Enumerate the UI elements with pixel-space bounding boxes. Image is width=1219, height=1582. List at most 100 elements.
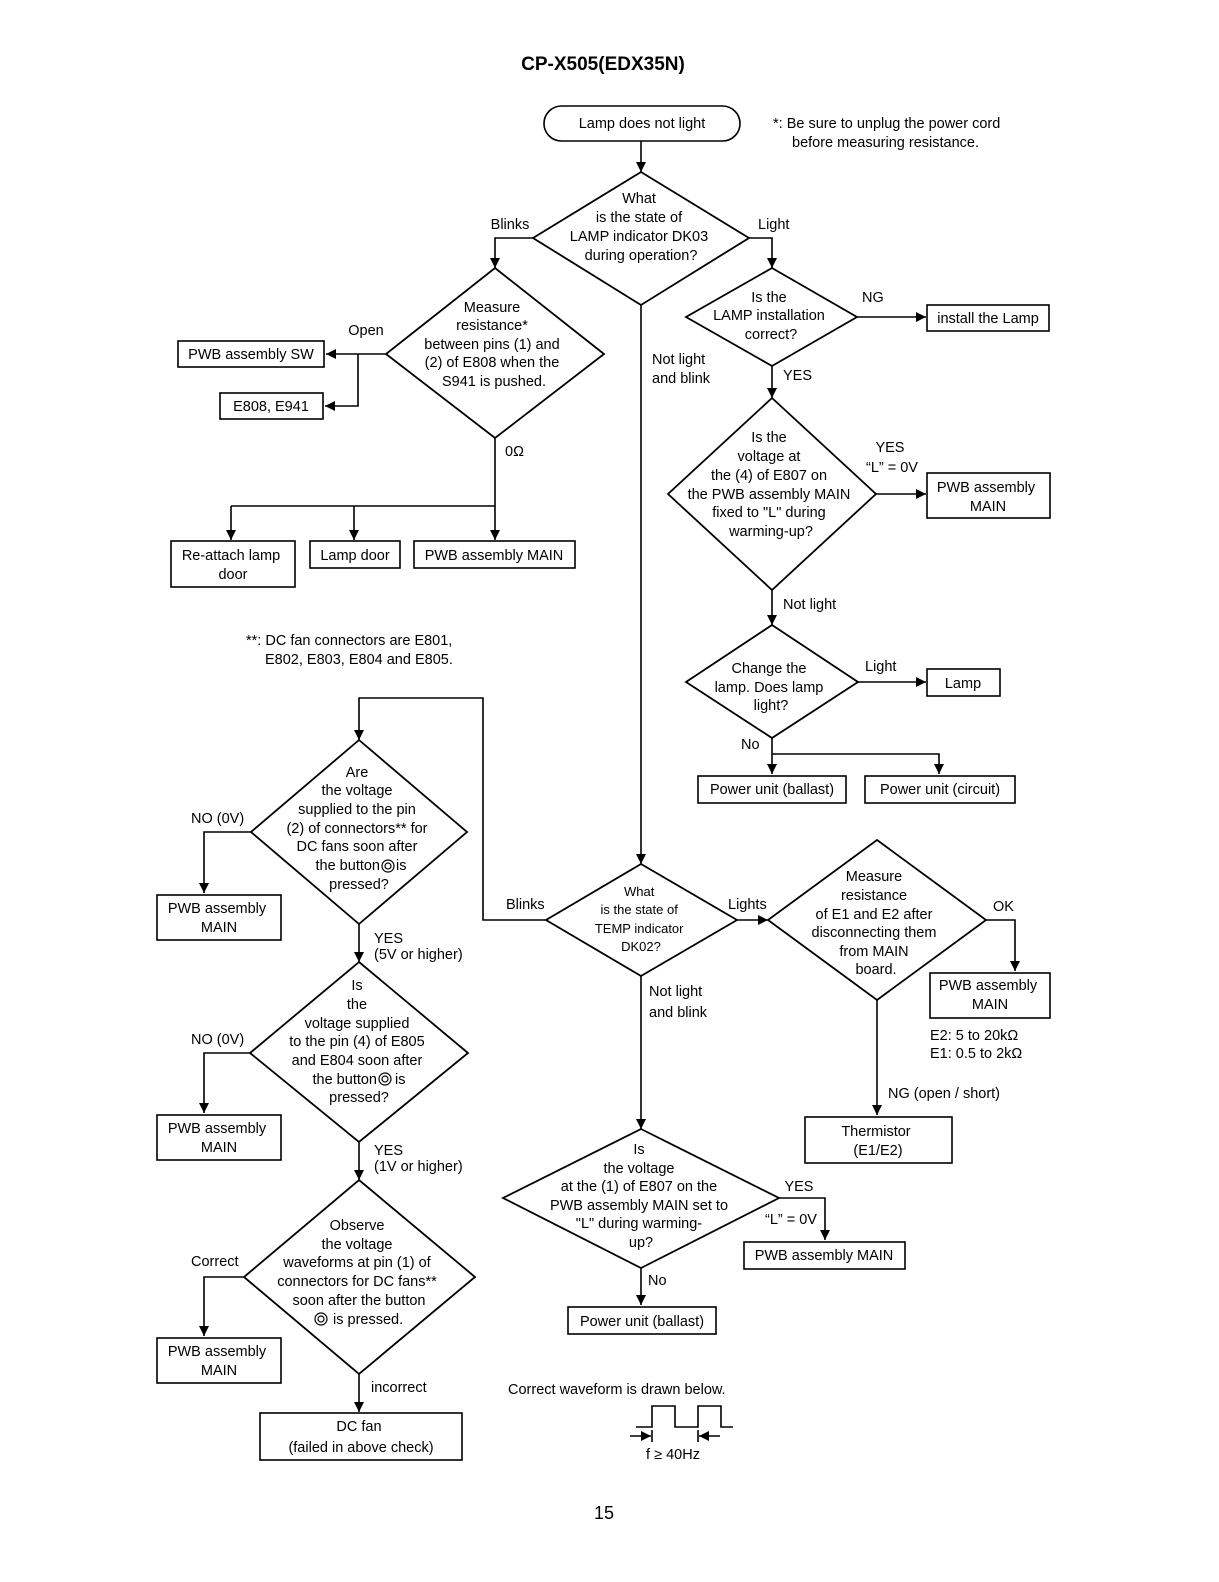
decision-text-line: light?	[754, 698, 789, 714]
note-resistance-e2: E2: 5 to 20kΩ	[930, 1028, 1018, 1044]
decision-text-line: What	[622, 191, 656, 207]
svg-text:Is the voltage at: Is the voltage at the (1) of E807 on the…	[550, 1142, 732, 1251]
decision-text-line: correct?	[745, 327, 797, 343]
result-lamp-door: Lamp door	[309, 540, 401, 569]
note-waveform: Correct waveform is drawn below.	[508, 1382, 726, 1398]
note-fan-connectors: **: DC fan connectors are E801,	[246, 633, 452, 649]
decision-text-line: pressed?	[329, 877, 389, 893]
svg-text:Measure resistance*: Measure resistance* between pins (1) and…	[424, 300, 563, 390]
decision-text-line: (2) of E808 when the	[425, 355, 560, 371]
decision-text-line: is the state of	[601, 902, 679, 917]
result-label: (failed in above check)	[288, 1440, 433, 1456]
decision-text-line: DC fans soon after	[297, 839, 418, 855]
result-pwb-assembly-main-4: PWB assembly MAIN	[156, 1114, 282, 1161]
decision-text-line: voltage at	[738, 449, 801, 465]
edge-label: Blinks	[491, 217, 530, 233]
decision-text-line: Is	[633, 1142, 644, 1158]
power-button-icon	[314, 1312, 328, 1326]
result-label: Lamp door	[320, 548, 389, 564]
edge-label: “L” = 0V	[866, 460, 918, 476]
power-button-icon	[381, 859, 395, 873]
decision-text-line: is the state of	[596, 210, 683, 226]
decision-text-line: Change the	[731, 661, 806, 677]
edge-label: incorrect	[371, 1380, 427, 1396]
result-label: Lamp	[945, 676, 981, 692]
edge-label: Light	[865, 659, 896, 675]
decision-text-line: Measure	[846, 869, 902, 885]
result-label: PWB assembly	[168, 1344, 267, 1360]
edge-label: Not light	[652, 352, 705, 368]
svg-text:PWB assembly MAIN: PWB assembly MAIN	[168, 1121, 270, 1156]
svg-text:Not light and blink: Not light and blink	[649, 984, 708, 1021]
decision-text-line: Is	[351, 978, 362, 994]
result-label: Re-attach lamp	[182, 548, 280, 564]
decision-text-line: is	[395, 1072, 405, 1088]
svg-text:YES “L” = 0V: YES “L” = 0V	[866, 440, 918, 476]
svg-text:PWB assembly MAIN: PWB assembly MAIN	[168, 1344, 270, 1379]
svg-text:Change the lamp. Does la: Change the lamp. Does lamp light?	[715, 661, 828, 714]
edge-label: NG	[862, 290, 884, 306]
result-label: PWB assembly	[937, 480, 1036, 496]
result-label: door	[218, 567, 247, 583]
edge-label: (5V or higher)	[374, 947, 463, 963]
decision-text-line: of E1 and E2 after	[816, 907, 933, 923]
result-label: PWB assembly MAIN	[425, 548, 564, 564]
result-label: install the Lamp	[937, 311, 1039, 327]
edge-label: and blink	[652, 371, 711, 387]
edge-label: YES	[374, 931, 403, 947]
edge-label: Open	[348, 323, 383, 339]
edge-label: Correct	[191, 1254, 239, 1270]
decision-text-line: waveforms at pin (1) of	[282, 1255, 431, 1271]
decision-lamp-indicator: What is the state of LAMP indicator DK03…	[531, 170, 751, 307]
decision-text-line: the PWB assembly MAIN	[688, 487, 851, 503]
edge-labels: Blinks Light Open 0Ω Not light and blink…	[191, 217, 1014, 1396]
svg-text:PWB assembly MAIN: PWB assembly MAIN	[939, 978, 1041, 1013]
decision-lamp-installation: Is the LAMP installation correct?	[684, 266, 859, 368]
note-fan-connectors: E802, E803, E804 and E805.	[265, 652, 453, 668]
decision-text-line: "L" during warming-	[576, 1216, 703, 1232]
decision-measure-resistance: Measure resistance* between pins (1) and…	[384, 266, 606, 440]
edge-label: YES	[374, 1143, 403, 1159]
note-resistance-e1: E1: 0.5 to 2kΩ	[930, 1046, 1022, 1062]
decision-text-line: TEMP indicator	[595, 921, 684, 936]
svg-text:Observe the voltage: Observe the voltage waveforms at pin (1)…	[277, 1218, 441, 1309]
edge-label: No	[648, 1273, 667, 1289]
decision-text-line: board.	[855, 962, 896, 978]
svg-text:DC fan (failed in above: DC fan (failed in above check)	[288, 1419, 433, 1456]
decision-text-line: PWB assembly MAIN set to	[550, 1198, 728, 1214]
note-unplug-power: before measuring resistance.	[792, 135, 979, 151]
decision-text-line: the button	[316, 858, 381, 874]
decision-text-line: disconnecting them	[812, 925, 937, 941]
decision-text-line: from MAIN	[839, 944, 908, 960]
decision-text-line: the button	[313, 1072, 378, 1088]
result-pwb-assembly-main-6: PWB assembly MAIN	[929, 972, 1051, 1019]
note-frequency: f ≥ 40Hz	[646, 1447, 700, 1463]
decision-text-line: lamp. Does lamp	[715, 680, 824, 696]
edge-label: Blinks	[506, 897, 545, 913]
result-label: MAIN	[972, 997, 1008, 1013]
result-label: MAIN	[201, 920, 237, 936]
decision-text-line: and E804 soon after	[292, 1053, 423, 1069]
svg-text:Measure resistance: Measure resistance of E1 and E2 after di…	[812, 869, 941, 978]
svg-text:*: Be sure to unplug the power: *: Be sure to unplug the power cord befo…	[773, 116, 1004, 151]
decision-text-line: soon after the button	[292, 1293, 425, 1309]
result-label: PWB assembly SW	[188, 347, 314, 363]
edge-label: “L” = 0V	[765, 1212, 817, 1228]
result-label: MAIN	[970, 499, 1006, 515]
svg-text:Thermistor (E1/E2): Thermistor (E1/E2)	[841, 1124, 914, 1159]
power-button-icon	[378, 1072, 392, 1086]
edge-label: No	[741, 737, 760, 753]
decision-text-line: is pressed.	[333, 1312, 403, 1328]
svg-text:YES “L” = 0V: YES “L” = 0V	[765, 1179, 818, 1228]
result-dc-fan: DC fan (failed in above check)	[259, 1412, 463, 1461]
svg-text:PWB assembly MAIN: PWB assembly MAIN	[168, 901, 270, 936]
result-pwb-assembly-main-7: PWB assembly MAIN	[743, 1241, 906, 1270]
result-reattach-lamp-door: Re-attach lamp door	[170, 540, 296, 588]
decision-text-line: DK02?	[621, 939, 661, 954]
edge-label: NO (0V)	[191, 811, 244, 827]
decision-text-line: fixed to "L" during	[712, 505, 825, 521]
decision-text-line: pressed?	[329, 1090, 389, 1106]
result-pwb-assembly-sw: PWB assembly SW	[177, 340, 325, 368]
result-pwb-assembly-main-5: PWB assembly MAIN	[156, 1337, 282, 1384]
result-power-unit-circuit: Power unit (circuit)	[864, 775, 1016, 804]
